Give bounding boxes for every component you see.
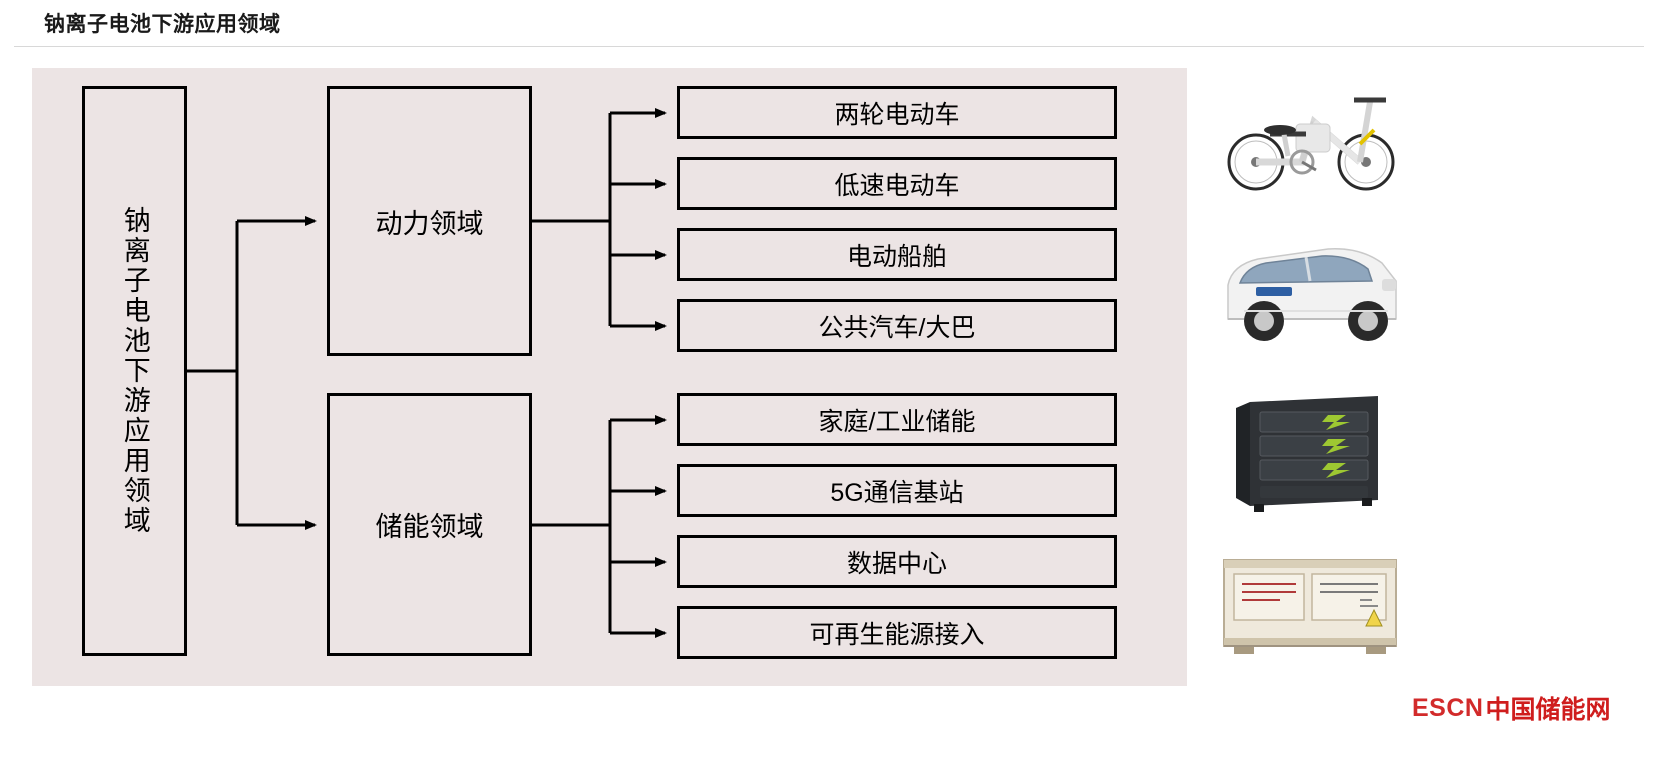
diagram-leaf-label: 可再生能源接入 (809, 620, 985, 649)
low-speed-electric-car-photo (1210, 223, 1410, 353)
diagram-leaf-node[interactable]: 低速电动车 (677, 157, 1117, 210)
diagram-leaf-node[interactable]: 公共汽车/大巴 (677, 299, 1117, 352)
diagram-leaf-label: 低速电动车 (834, 171, 960, 200)
diagram-leaf-node[interactable]: 5G通信基站 (677, 464, 1117, 517)
diagram-category-storage[interactable]: 储能领域 (327, 393, 532, 656)
diagram-leaf-label: 数据中心 (846, 549, 947, 578)
folding-electric-bicycle-photo (1210, 70, 1410, 200)
diagram-root-node[interactable]: 钠离子电池下游应用领域 (82, 86, 187, 656)
diagram-root-label: 钠离子电池下游应用领域 (119, 206, 150, 536)
diagram-leaf-label: 公共汽车/大巴 (818, 313, 976, 342)
diagram-leaf-label: 电动船舶 (846, 242, 947, 271)
diagram-panel: 钠离子电池下游应用领域 动力领域 储能领域 两轮电动车 低速电动车 电动船舶 公… (32, 68, 1187, 686)
diagram-leaf-label: 5G通信基站 (830, 478, 964, 507)
logo-name: 中国储能网 (1485, 696, 1611, 724)
diagram-leaf-label: 两轮电动车 (834, 100, 960, 129)
diagram-leaf-label: 家庭/工业储能 (818, 407, 976, 436)
containerized-energy-storage-photo (1210, 540, 1410, 670)
diagram-leaf-node[interactable]: 两轮电动车 (677, 86, 1117, 139)
page-title: 钠离子电池下游应用领域 (44, 13, 281, 36)
energy-storage-cabinet-photo (1210, 386, 1410, 516)
diagram-category-power[interactable]: 动力领域 (327, 86, 532, 356)
logo-mark: ESCN (1412, 693, 1484, 722)
photo-column (1210, 68, 1440, 686)
diagram-category-storage-label: 储能领域 (375, 512, 484, 542)
diagram-leaf-node[interactable]: 电动船舶 (677, 228, 1117, 281)
diagram-leaf-node[interactable]: 可再生能源接入 (677, 606, 1117, 659)
title-divider (14, 46, 1644, 47)
site-logo: ESCN 中国储能网 (1412, 690, 1610, 726)
diagram-leaf-node[interactable]: 数据中心 (677, 535, 1117, 588)
diagram-leaf-node[interactable]: 家庭/工业储能 (677, 393, 1117, 446)
diagram-category-power-label: 动力领域 (375, 208, 484, 239)
